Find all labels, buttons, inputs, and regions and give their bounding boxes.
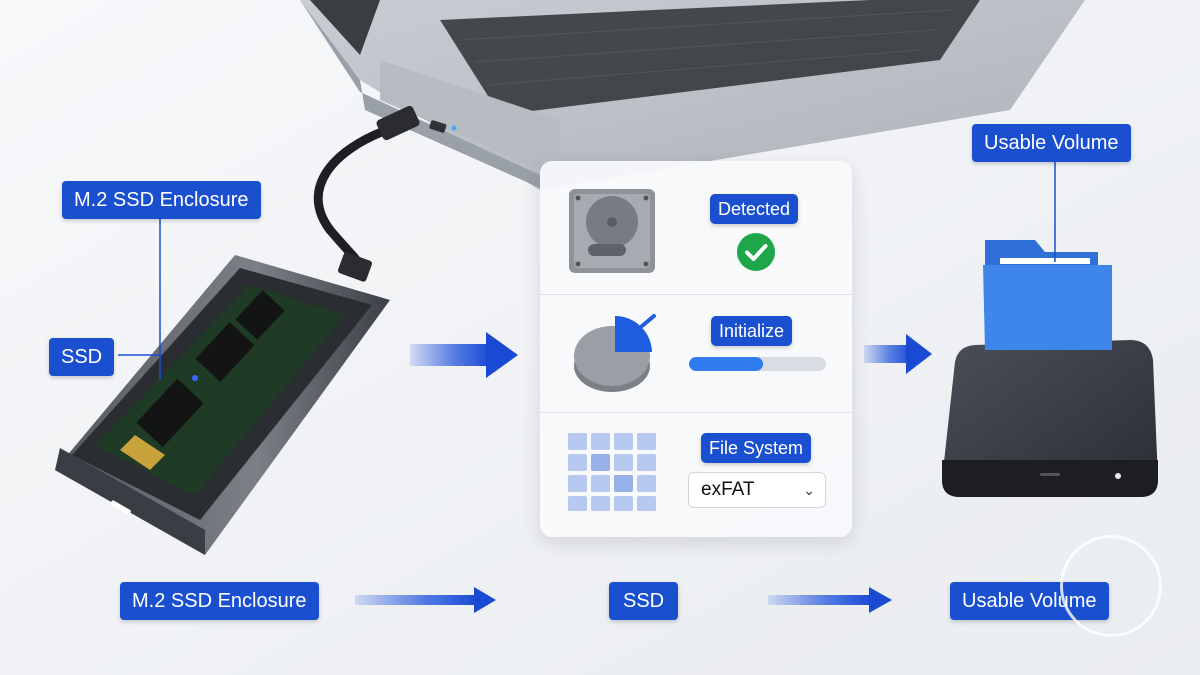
label-usable-volume: Usable Volume — [972, 124, 1131, 162]
file-system-select[interactable]: exFAT ⌄ — [688, 472, 826, 508]
partition-pie-icon — [574, 314, 656, 392]
flow-arrow — [355, 587, 496, 613]
initialize-progress-fill — [689, 357, 763, 371]
flow-arrow — [768, 587, 892, 613]
flow-arrow — [410, 332, 518, 378]
ssd-enclosure — [55, 255, 390, 555]
file-system-grid-icon — [568, 433, 656, 511]
chevron-down-icon: ⌄ — [803, 481, 815, 498]
usb-cable — [313, 105, 420, 282]
flow-label-enclosure: M.2 SSD Enclosure — [120, 582, 319, 620]
label-ssd: SSD — [49, 338, 115, 376]
laptop — [300, 0, 1085, 190]
detected-badge: Detected — [710, 194, 799, 224]
folder-icon — [983, 240, 1112, 350]
initialize-badge: Initialize — [711, 316, 793, 346]
file-system-badge: File System — [701, 433, 812, 463]
hard-drive-icon — [569, 189, 655, 273]
panel-divider — [540, 294, 852, 295]
label-m2-ssd-enclosure: M.2 SSD Enclosure — [62, 181, 261, 219]
initialize-progress-bar — [689, 357, 826, 371]
check-circle-icon — [737, 233, 775, 271]
watermark-logo — [1060, 535, 1162, 637]
file-system-value: exFAT — [701, 479, 755, 500]
flow-arrow — [864, 334, 932, 374]
flow-label-ssd: SSD — [609, 582, 679, 620]
panel-divider — [540, 412, 852, 413]
external-drive — [942, 340, 1158, 497]
